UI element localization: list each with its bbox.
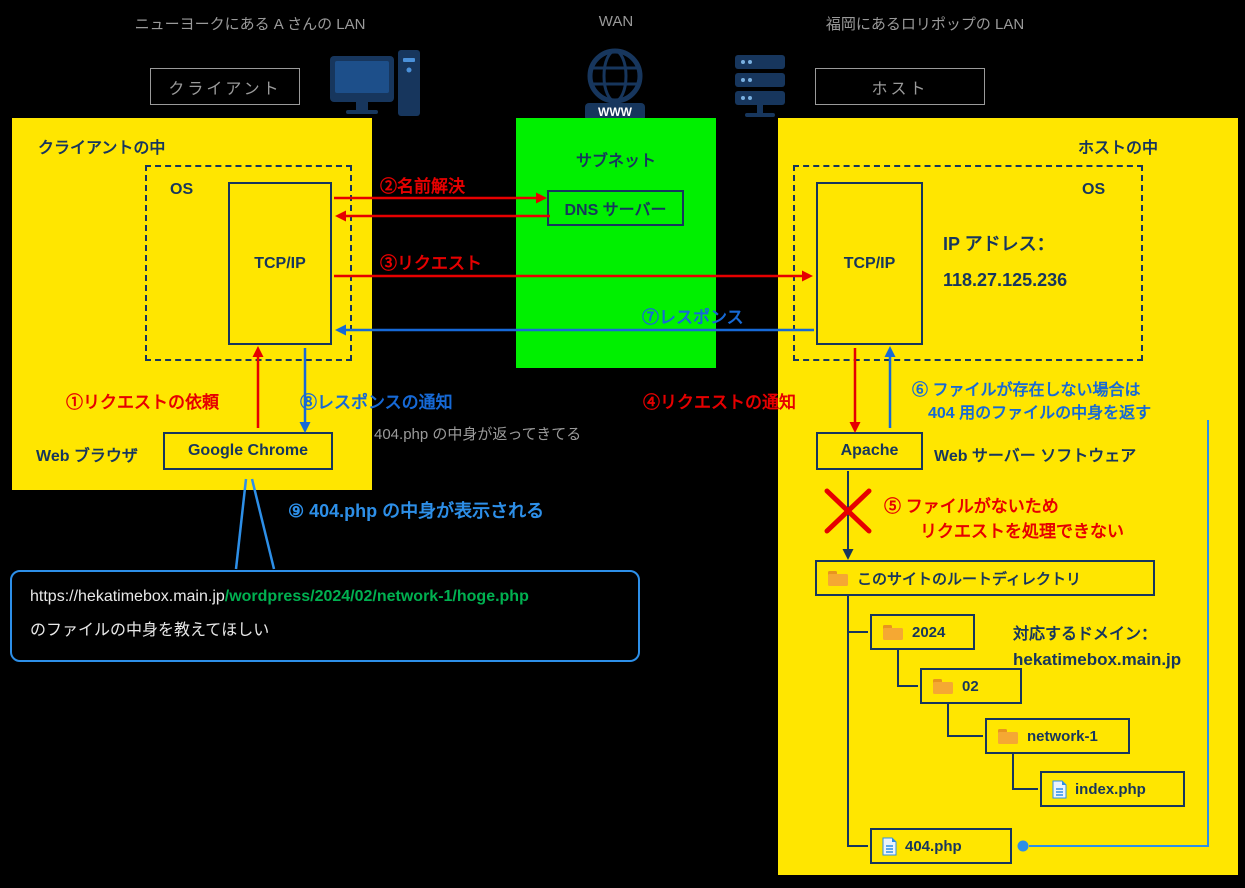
directory-root-box: このサイトのルートディレクトリ: [815, 560, 1155, 596]
domain-label: 対応するドメイン：: [1013, 626, 1158, 643]
client-inside-label: クライアントの中: [38, 140, 166, 157]
bubble-tail: [234, 478, 276, 570]
folder-icon: [997, 728, 1019, 745]
file-404-php-label: 404.php: [905, 837, 962, 855]
header-label-wan: WAN: [598, 13, 634, 30]
folder-icon: [882, 624, 904, 641]
host-tcpip-label: TCP/IP: [843, 254, 896, 272]
host-inside-label: ホストの中: [1078, 140, 1159, 157]
folder-network-1-label: network-1: [1027, 727, 1098, 745]
host-role-box: ホスト: [815, 68, 985, 105]
client-role-label: クライアント: [168, 80, 282, 98]
file-icon: [1052, 780, 1067, 799]
url-path-text: /wordpress/2024/02/network-1/hoge.php: [224, 588, 529, 605]
folder-2024-label: 2024: [912, 623, 946, 641]
bubble-url-line: https://hekatimebox.main.jp/wordpress/20…: [30, 588, 620, 606]
step-5-label-line2: リクエストを処理できない: [920, 522, 1124, 541]
folder-2024-box: 2024: [870, 614, 975, 650]
file-index-php-label: index.php: [1075, 780, 1146, 798]
server-icon: [733, 55, 789, 119]
chrome-box: Google Chrome: [163, 432, 333, 470]
ip-address-label: IP アドレス：: [943, 234, 1055, 254]
client-role-box: クライアント: [150, 68, 300, 105]
step-6-label-line2: 404 用のファイルの中身を返す: [928, 405, 1152, 422]
folder-02-box: 02: [920, 668, 1022, 704]
header-label-right-lan: 福岡にあるロリポップの LAN: [825, 16, 1025, 33]
globe-www-icon: WWW: [583, 48, 647, 124]
dns-server-label: DNS サーバー: [564, 202, 667, 219]
file-index-php-box: index.php: [1040, 771, 1185, 807]
step-7-label: ⑦レスポンス: [642, 308, 744, 327]
www-badge-label: WWW: [598, 105, 633, 119]
host-role-label: ホスト: [871, 80, 929, 98]
bubble-request-text: のファイルの中身を教えてほしい: [30, 622, 270, 639]
chrome-label: Google Chrome: [187, 442, 308, 459]
step-9-label: ⑨ 404.php の中身が表示される: [288, 501, 545, 521]
request-bubble: https://hekatimebox.main.jp/wordpress/20…: [10, 570, 640, 662]
dns-server-box: DNS サーバー: [547, 190, 684, 226]
apache-label: Apache: [840, 442, 899, 459]
subnet-title: サブネット: [575, 153, 656, 170]
browser-type-label: Web ブラウザ: [36, 448, 138, 465]
web-server-type-label: Web サーバー ソフトウェア: [934, 448, 1137, 465]
step-5-label-line1: ⑤ ファイルがないため: [884, 497, 1059, 516]
ip-address-value: 118.27.125.236: [943, 270, 1068, 290]
step-4-label: ④リクエストの通知: [643, 393, 796, 412]
folder-02-label: 02: [962, 677, 979, 695]
step-6-label-line1: ⑥ ファイルが存在しない場合は: [912, 382, 1141, 399]
step-2-label: ②名前解決: [380, 177, 465, 196]
step-1-label: ①リクエストの依頼: [66, 393, 219, 412]
client-os-box: [145, 165, 352, 361]
step-3-label: ③リクエスト: [380, 254, 482, 273]
directory-root-label: このサイトのルートディレクトリ: [857, 570, 1081, 588]
response-note: 404.php の中身が返ってきてる: [374, 426, 582, 443]
url-host-text: https://hekatimebox.main.jp: [30, 588, 225, 605]
subnet-panel: [516, 118, 716, 368]
folder-network-1-box: network-1: [985, 718, 1130, 754]
file-404-php-box: 404.php: [870, 828, 1012, 864]
desktop-computer-icon: [330, 50, 422, 120]
host-os-box: [793, 165, 1143, 361]
domain-value: hekatimebox.main.jp: [1013, 650, 1182, 669]
host-os-label: OS: [1082, 181, 1106, 198]
client-tcpip-box: TCP/IP: [228, 182, 332, 345]
folder-icon: [827, 570, 849, 587]
folder-icon: [932, 678, 954, 695]
file-icon: [882, 837, 897, 856]
step-8-label: ⑧レスポンスの通知: [300, 393, 453, 412]
client-tcpip-label: TCP/IP: [254, 254, 306, 272]
host-tcpip-box: TCP/IP: [816, 182, 923, 345]
header-label-left-lan: ニューヨークにある A さんの LAN: [134, 16, 366, 33]
apache-box: Apache: [816, 432, 923, 470]
client-os-label: OS: [170, 181, 194, 198]
